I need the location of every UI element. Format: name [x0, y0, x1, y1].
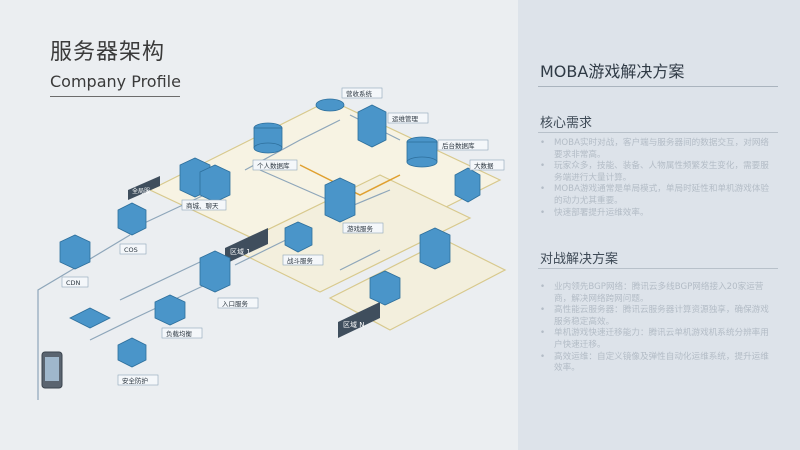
entry-server-icon: [199, 250, 231, 293]
label-ops: 运维管理: [392, 114, 419, 123]
cdn-icon: [59, 234, 91, 270]
label-bigdata: 大数据: [474, 161, 494, 170]
battle-server-icon: [284, 221, 313, 253]
regionN-battle-icon: [369, 270, 401, 306]
list-item: MOBA游戏通常是单局模式，单局时延性和单机游戏体验的动力尤其重要。: [540, 184, 772, 207]
zone1-badge: 区域 1: [225, 228, 268, 264]
game-server-icon: [324, 177, 356, 223]
panel-divider: [538, 86, 778, 87]
info-panel: [518, 0, 800, 450]
list-item: MOBA实时对战，客户端与服务器间的数据交互，对网络要求非常高。: [540, 138, 772, 161]
zoneN-badge: 区域 N: [338, 302, 380, 338]
solution-list: 业内领先BGP网络：腾讯云多线BGP网络接入20家运营商，解决网络跨网问题。 高…: [540, 282, 772, 375]
label-personal-db: 个人数据库: [257, 161, 290, 170]
label-entry: 入口服务: [222, 299, 249, 308]
list-item: 高效运维：自定义镜像及弹性自动化运维系统，提升运维效率。: [540, 352, 772, 375]
list-item: 单机游戏快速迁移能力：腾讯云单机游戏机系统分辨率用户快速迁移。: [540, 328, 772, 351]
lb-icon: [154, 294, 186, 326]
label-cdn: CDN: [66, 279, 81, 287]
label-lb: 负载均衡: [166, 329, 193, 338]
title-divider: [50, 96, 180, 97]
label-bg-db: 后台数据库: [442, 141, 475, 150]
bigdata-icon: [454, 167, 481, 203]
zone-top-label: 全局服: [132, 187, 150, 195]
zoneN-label: 区域 N: [343, 320, 364, 329]
zone1-label: 区域 1: [230, 247, 251, 256]
label-billing: 营收系统: [346, 89, 373, 98]
server-icons: [59, 98, 481, 368]
list-item: 业内领先BGP网络：腾讯云多线BGP网络接入20家运营商，解决网络跨网问题。: [540, 282, 772, 305]
section-divider-solution: [538, 268, 778, 269]
label-security: 安全防护: [122, 376, 148, 385]
data-flow-arrow: [299, 164, 401, 196]
list-item: 快速部署提升运维效率。: [540, 208, 772, 220]
regionN-server-icon: [419, 227, 451, 270]
label-mall: 商城、聊天: [186, 201, 219, 210]
cos-icon: [117, 202, 147, 236]
section-heading-solution: 对战解决方案: [540, 252, 619, 267]
zone-top-badge: 全局服: [128, 176, 160, 200]
list-item: 高性能云服务器：腾讯云服务器计算资源独享，确保游戏服务稳定高效。: [540, 305, 772, 328]
section-divider-core: [538, 132, 778, 133]
label-battle: 战斗服务: [287, 256, 314, 265]
page-subtitle: Company Profile: [50, 72, 181, 91]
label-cos: COS: [124, 246, 138, 254]
security-icon: [69, 307, 111, 329]
architecture-diagram: 全局服 区域 1 区域 N: [37, 87, 507, 400]
section-heading-core: 核心需求: [540, 116, 593, 131]
panel-title: MOBA游戏解决方案: [540, 62, 685, 81]
core-needs-list: MOBA实时对战，客户端与服务器间的数据交互，对网络要求非常高。 玩家众多，技能…: [540, 138, 772, 219]
security-shield-icon: [117, 337, 147, 368]
ops-server-icon: [357, 104, 387, 148]
label-game: 游戏服务: [347, 224, 374, 233]
page-title: 服务器架构: [50, 40, 166, 65]
list-item: 玩家众多，技能、装备、人物属性频繁发生变化，需要服务端进行大量计算。: [540, 161, 772, 184]
mall-server-icon-2: [199, 164, 231, 203]
billing-icon: [315, 98, 345, 112]
